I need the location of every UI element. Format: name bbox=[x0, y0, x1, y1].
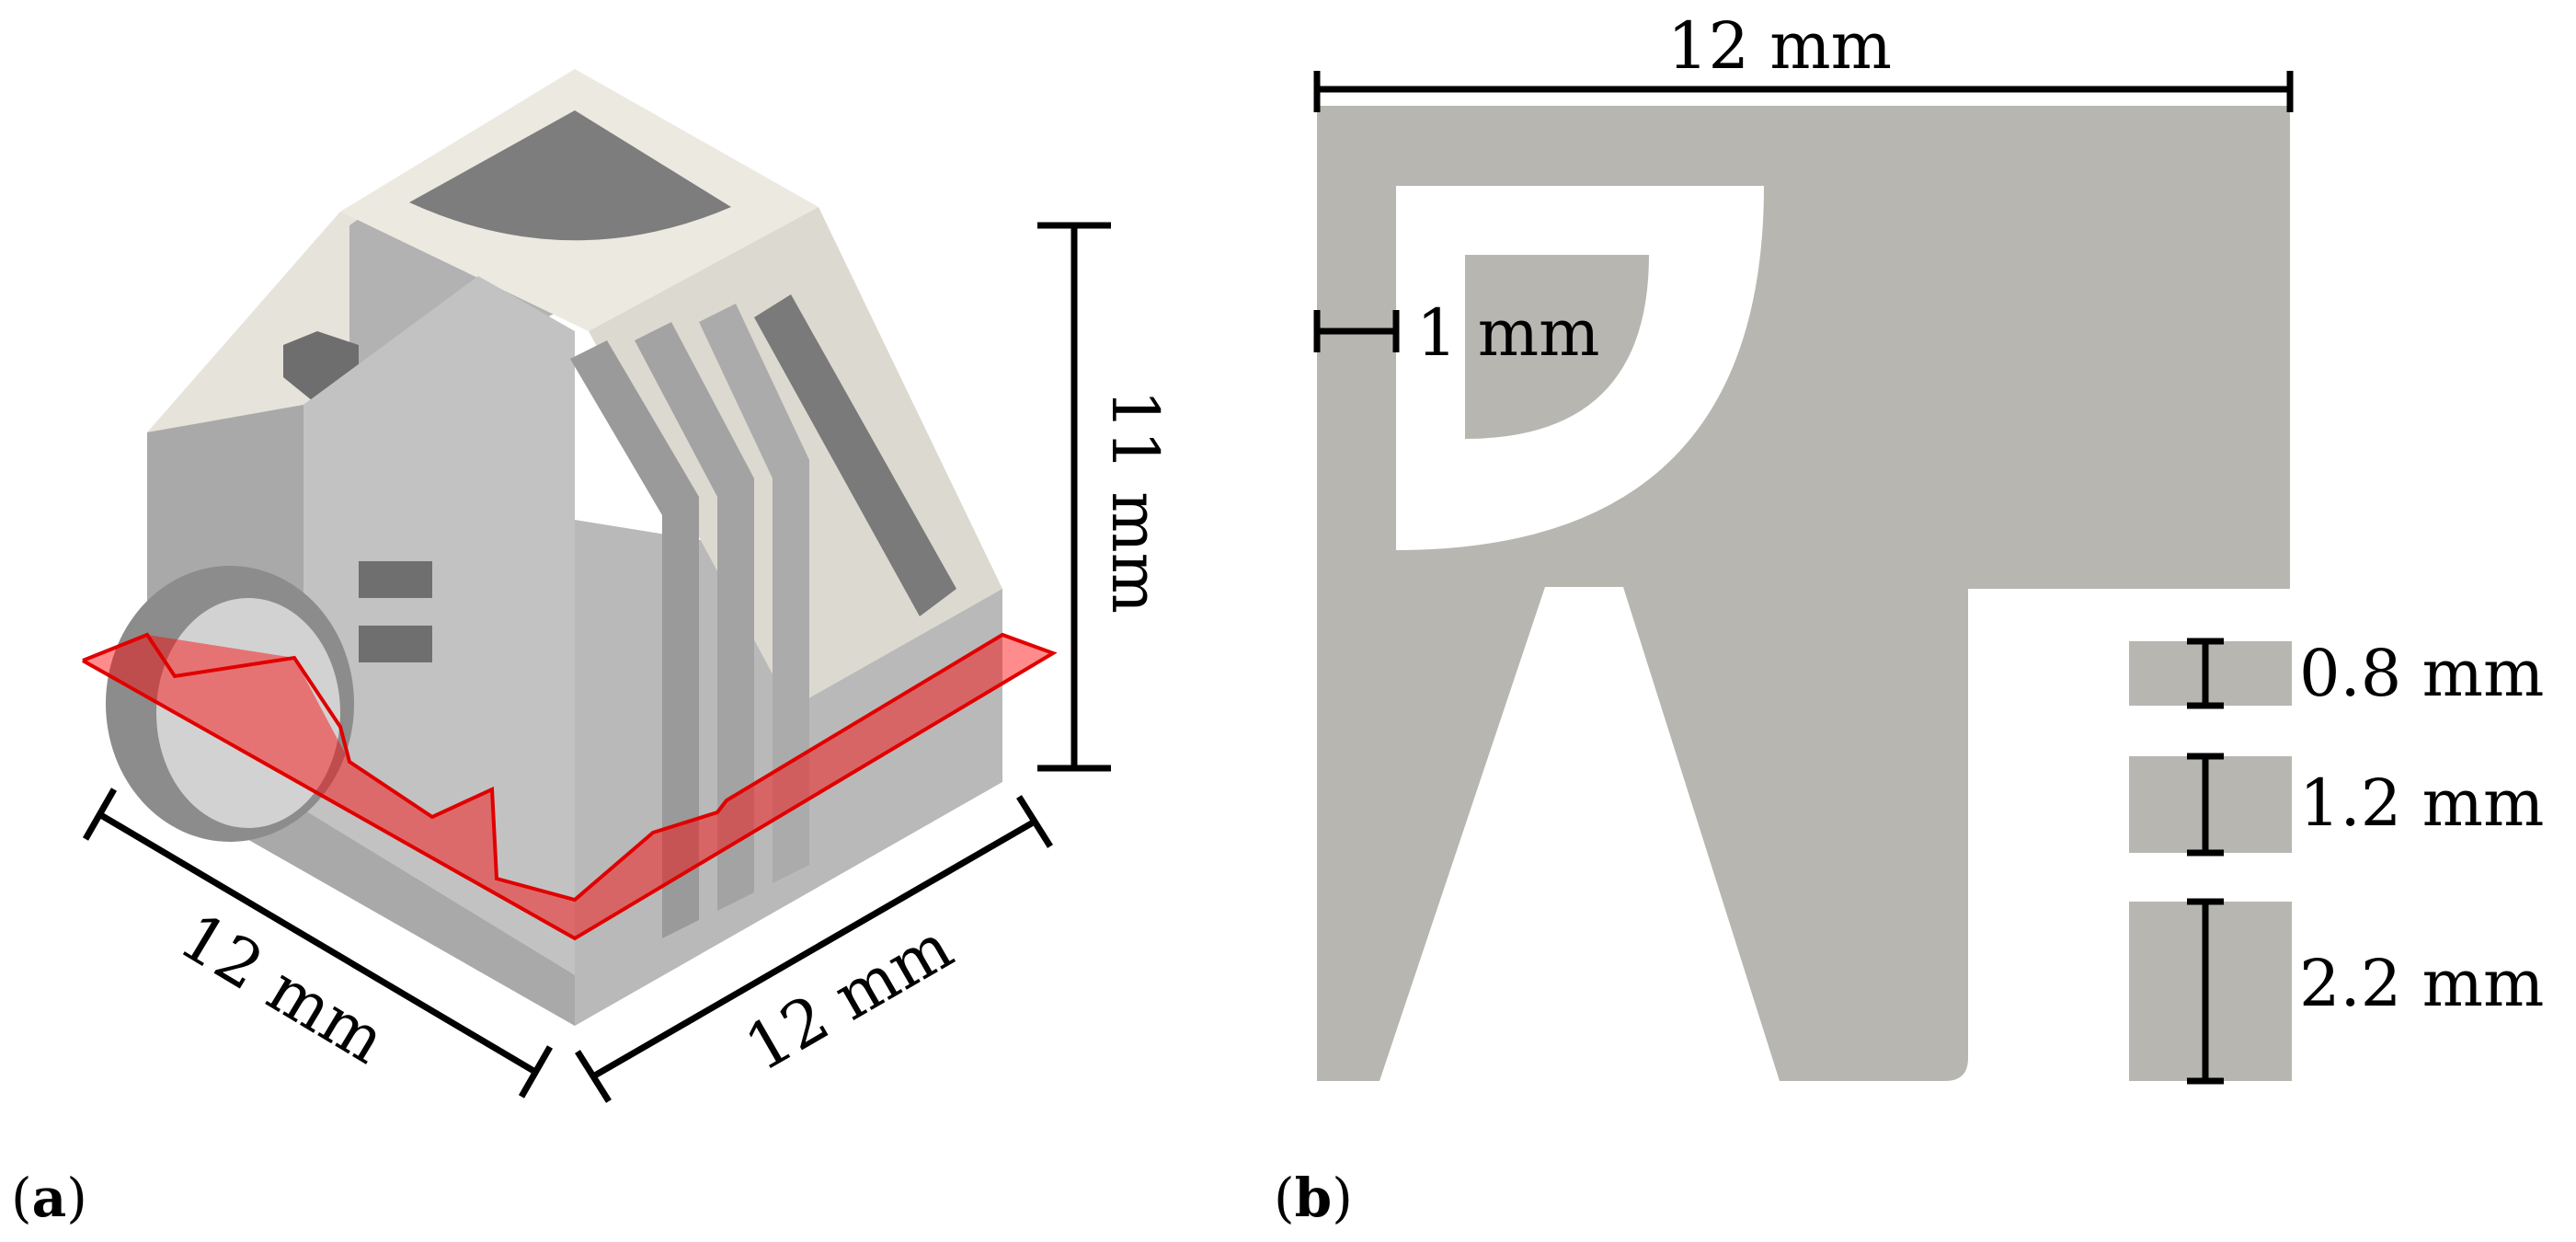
panel-b-label-open: ( bbox=[1274, 1167, 1295, 1229]
panel-a-label-letter: a bbox=[32, 1167, 67, 1229]
dim-a-right-tick-2 bbox=[1016, 795, 1053, 848]
dim-b-slot-2-label: 1.2 mm bbox=[2299, 765, 2544, 841]
dim-a-left-tick-1 bbox=[82, 788, 118, 841]
cut-plane bbox=[82, 632, 1058, 941]
panel-a-label: (a) bbox=[11, 1167, 87, 1229]
cut-plane-outline bbox=[82, 632, 1058, 941]
section-inner-quarter bbox=[1465, 255, 1649, 439]
dim-a-right-tick-1 bbox=[575, 1050, 612, 1103]
dim-b-slot-2: 1.2 mm bbox=[2187, 753, 2544, 857]
top-triangular-opening bbox=[409, 110, 731, 241]
dim-a-left-line bbox=[97, 811, 537, 1075]
dim-b-top: 12 mm bbox=[1313, 8, 2294, 112]
round-hole-inner bbox=[156, 598, 340, 828]
panel-a-3d-part bbox=[106, 69, 1002, 1026]
front-slot-2 bbox=[359, 626, 432, 662]
dim-b-slot-1: 0.8 mm bbox=[2187, 636, 2544, 711]
panel-b-label: (b) bbox=[1274, 1167, 1353, 1229]
dim-a-right-line bbox=[591, 818, 1036, 1080]
panel-a-label-close: ) bbox=[66, 1167, 87, 1229]
dim-b-slot-1-label: 0.8 mm bbox=[2299, 636, 2544, 711]
slot-sample-0-8 bbox=[2129, 641, 2292, 706]
fin-1 bbox=[570, 340, 699, 938]
dim-b-wall: 1 mm bbox=[1313, 295, 1600, 371]
part-front-face bbox=[303, 276, 575, 975]
dim-a-left-tick-2 bbox=[518, 1045, 554, 1098]
panel-b-label-close: ) bbox=[1332, 1167, 1353, 1229]
fin-2 bbox=[635, 322, 754, 911]
dim-a-height: 11 mm bbox=[1037, 222, 1173, 772]
dim-b-top-label: 12 mm bbox=[1667, 8, 1892, 84]
fin-3 bbox=[699, 304, 809, 883]
front-slot-1 bbox=[359, 561, 432, 598]
slot-sample-1-2 bbox=[2129, 756, 2292, 853]
dim-b-slot-3-label: 2.2 mm bbox=[2299, 946, 2544, 1021]
dim-a-right-label: 12 mm bbox=[733, 909, 965, 1087]
panel-b-label-letter: b bbox=[1295, 1167, 1333, 1229]
dim-a-height-label: 11 mm bbox=[1097, 389, 1173, 614]
panel-b-cross-section bbox=[1317, 106, 2292, 1081]
panel-a-label-open: ( bbox=[11, 1167, 32, 1229]
right-angled-slot bbox=[754, 294, 956, 616]
dim-b-slot-3: 2.2 mm bbox=[2187, 898, 2544, 1085]
dim-b-wall-label: 1 mm bbox=[1416, 295, 1600, 371]
cut-plane-fill bbox=[83, 635, 1053, 938]
slot-sample-2-2 bbox=[2129, 902, 2292, 1081]
